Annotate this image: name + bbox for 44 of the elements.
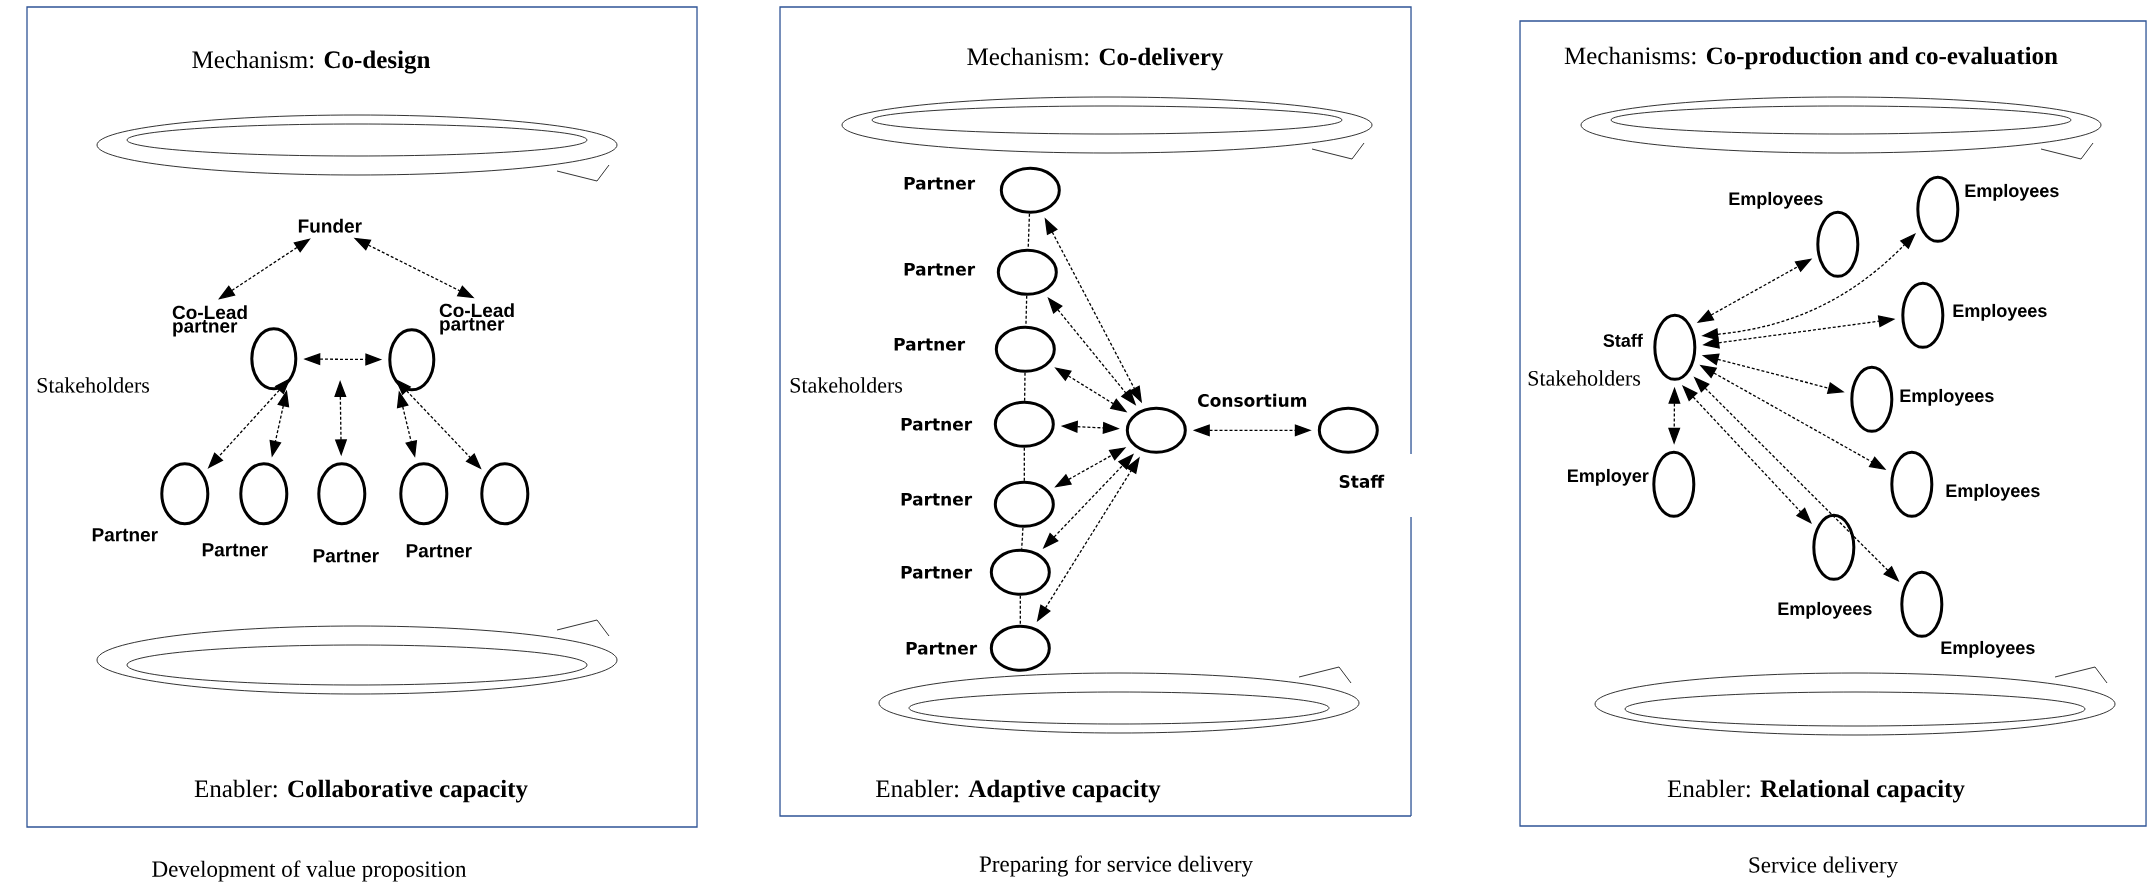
stakeholder-label: Employees	[1965, 183, 2059, 201]
stage-caption: Service delivery	[1749, 856, 1898, 878]
stakeholder-label: Employees	[1778, 601, 1872, 619]
connector-line	[1019, 595, 1021, 626]
stakeholder-label: Partner	[202, 543, 268, 557]
side-label: Stakeholders	[37, 377, 150, 393]
stakeholder-label: Staff	[1339, 474, 1385, 488]
stakeholder-label: Partner	[906, 642, 978, 655]
stakeholder-label: Partner	[313, 549, 379, 563]
stakeholder-label: Partner	[904, 177, 976, 190]
enabler-heading: Enabler: Adaptive capacity	[876, 779, 1161, 803]
connector-line	[1027, 213, 1031, 250]
connector-line	[1023, 447, 1025, 482]
stakeholder-label: Partner	[901, 418, 973, 431]
connector-line	[1025, 295, 1028, 327]
stage-caption: Development of value proposition	[152, 860, 467, 882]
stakeholder-label: Employees	[1941, 640, 2035, 658]
stakeholder-label: Employer	[1568, 468, 1649, 486]
mechanism-heading: Mechanism: Co-delivery	[967, 47, 1224, 71]
stakeholder-label: Funder	[298, 218, 362, 233]
stakeholder-label: Partner	[92, 528, 158, 542]
stakeholder-label: Co-Lead partner	[439, 303, 514, 335]
stakeholder-circle	[480, 462, 530, 526]
mechanism-heading: Mechanisms: Co-production and co-evaluation	[1564, 46, 2058, 70]
stakeholder-label: Employees	[1900, 388, 1994, 406]
side-label: Stakeholders	[1528, 370, 1641, 386]
stakeholder-label: Employees	[1946, 483, 2040, 501]
stakeholder-label: Co-Lead partner	[172, 305, 247, 337]
stakeholder-label: Employees	[1729, 191, 1823, 209]
side-label: Stakeholders	[790, 377, 903, 393]
enabler-heading: Enabler: Relational capacity	[1667, 779, 1965, 803]
enabler-heading: Enabler: Collaborative capacity	[194, 779, 528, 803]
stakeholder-label: Partner	[406, 544, 472, 558]
connector-line	[1024, 372, 1026, 402]
stakeholder-label: Partner	[901, 493, 973, 506]
stakeholder-label: Staff	[1603, 333, 1643, 347]
stakeholder-label: Partner	[901, 566, 973, 579]
stage-caption: Preparing for service delivery	[979, 855, 1253, 877]
stakeholder-label: Partner	[894, 338, 966, 351]
stakeholder-label: Consortium	[1198, 393, 1307, 407]
stakeholder-label: Partner	[904, 263, 976, 276]
connector-line	[1021, 527, 1024, 550]
mechanism-heading: Mechanism: Co-design	[192, 50, 431, 74]
stakeholder-label: Employees	[1953, 303, 2047, 321]
